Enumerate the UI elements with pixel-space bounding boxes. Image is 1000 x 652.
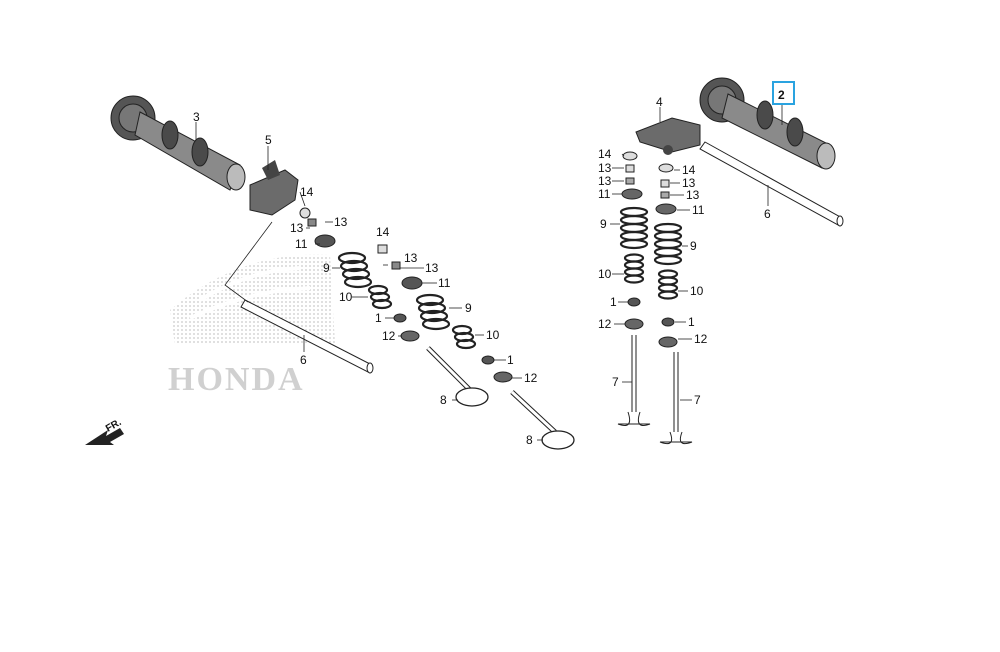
right-rocker-shaft[interactable] <box>699 141 844 227</box>
callout-11-left[interactable]: 11 <box>295 237 308 251</box>
right-valve-assembly-a[interactable] <box>617 151 651 426</box>
front-direction-arrow-icon: FR. <box>85 417 124 445</box>
callout-9-left[interactable]: 9 <box>323 261 330 275</box>
callout-4[interactable]: 4 <box>656 95 663 109</box>
callout-12-mid[interactable]: 12 <box>524 371 538 385</box>
callout-6-left[interactable]: 6 <box>300 353 307 367</box>
callout-13-mid-a[interactable]: 13 <box>404 251 418 265</box>
callout-labels: 2 3 4 5 6 6 7 7 8 8 9 9 9 9 10 10 10 10 … <box>193 81 795 447</box>
right-camshaft[interactable] <box>699 77 836 170</box>
callout-11-right-b[interactable]: 11 <box>692 203 705 217</box>
callout-12-right-b[interactable]: 12 <box>694 332 708 346</box>
left-valve-assembly-a[interactable] <box>299 207 489 407</box>
callout-9-right-a[interactable]: 9 <box>600 217 607 231</box>
callout-11-mid[interactable]: 11 <box>438 276 451 290</box>
right-valve-assembly-b[interactable] <box>653 163 693 445</box>
callout-14-mid[interactable]: 14 <box>376 225 390 239</box>
callout-13-right-b[interactable]: 13 <box>598 174 612 188</box>
callout-13-mid-b[interactable]: 13 <box>425 261 439 275</box>
callout-9-right-b[interactable]: 9 <box>690 239 697 253</box>
callout-5[interactable]: 5 <box>265 133 272 147</box>
callout-14-left[interactable]: 14 <box>300 185 314 199</box>
left-valve-assembly-b[interactable] <box>377 244 575 450</box>
callout-7-left[interactable]: 7 <box>612 375 619 389</box>
callout-10-mid[interactable]: 10 <box>486 328 500 342</box>
callout-8-upper[interactable]: 8 <box>440 393 447 407</box>
callout-9-mid[interactable]: 9 <box>465 301 472 315</box>
callout-1-right-b[interactable]: 1 <box>688 315 695 329</box>
callout-10-right-b[interactable]: 10 <box>690 284 704 298</box>
left-rocker-arm[interactable] <box>249 160 299 216</box>
callout-13-left-b[interactable]: 13 <box>290 221 304 235</box>
callout-14-right-b[interactable]: 14 <box>682 163 696 177</box>
callout-3[interactable]: 3 <box>193 110 200 124</box>
callout-8-lower[interactable]: 8 <box>526 433 533 447</box>
honda-wing-logo: HONDA <box>168 254 335 398</box>
callout-1-right-a[interactable]: 1 <box>610 295 617 309</box>
left-rocker-shaft[interactable] <box>240 299 374 374</box>
callout-12-left[interactable]: 12 <box>382 329 396 343</box>
right-rocker-arm[interactable] <box>635 117 701 155</box>
callout-6-right[interactable]: 6 <box>764 207 771 221</box>
callout-1-mid[interactable]: 1 <box>507 353 514 367</box>
honda-logo-text: HONDA <box>168 361 305 398</box>
leader-lines <box>299 153 692 441</box>
callout-10-right-a[interactable]: 10 <box>598 267 612 281</box>
callout-13-right-a[interactable]: 13 <box>598 161 612 175</box>
left-camshaft[interactable] <box>110 95 246 191</box>
callout-13-right-c[interactable]: 13 <box>682 176 696 190</box>
callout-14-right-a[interactable]: 14 <box>598 147 612 161</box>
selected-part-highlight <box>772 81 795 105</box>
callout-1-left[interactable]: 1 <box>375 311 382 325</box>
callout-13-right-d[interactable]: 13 <box>686 188 700 202</box>
callout-13-left-a[interactable]: 13 <box>334 215 348 229</box>
callout-12-right-a[interactable]: 12 <box>598 317 612 331</box>
callout-7-right[interactable]: 7 <box>694 393 701 407</box>
callout-2[interactable]: 2 <box>778 88 785 102</box>
callout-10-left[interactable]: 10 <box>339 290 353 304</box>
callout-11-right-a[interactable]: 11 <box>598 187 611 201</box>
